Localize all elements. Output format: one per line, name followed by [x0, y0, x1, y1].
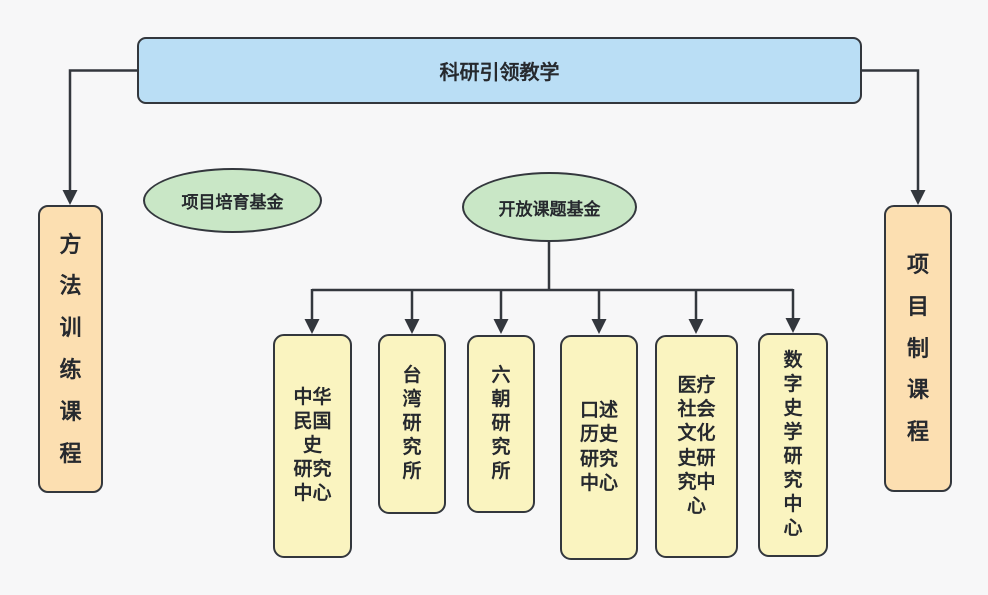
- course-label: 项 目 制 课 程: [906, 252, 929, 445]
- center-label: 台 湾 研 究 所: [402, 364, 422, 483]
- center-node-six-dynasties-institute: 六 朝 研 究 所: [467, 335, 535, 513]
- center-node-medical-social-cultural-history: 医疗 社会 文化 史研 究中 心: [655, 335, 738, 558]
- center-label: 医疗 社会 文化 史研 究中 心: [677, 375, 716, 517]
- center-label: 中华 民国 史 研究 中心: [293, 386, 332, 505]
- arrowhead-drop-2: [404, 319, 420, 334]
- course-node-method-training: 方 法 训 练 课 程: [38, 205, 103, 493]
- center-node-digital-history: 数 字 史 学 研 究 中 心: [758, 333, 828, 557]
- connector-root-to-left: [68, 69, 137, 191]
- arrowhead-drop-3: [493, 319, 509, 334]
- center-label: 六 朝 研 究 所: [491, 364, 511, 483]
- center-node-taiwan-institute: 台 湾 研 究 所: [378, 334, 446, 514]
- center-node-republic-of-china-history: 中华 民国 史 研究 中心: [273, 334, 352, 558]
- fund-label: 开放课题基金: [498, 199, 601, 219]
- fund-label: 项目培育基金: [181, 193, 284, 212]
- arrowhead-drop-1: [304, 319, 320, 334]
- course-label: 方 法 训 练 课 程: [59, 231, 82, 466]
- arrowhead-right: [910, 190, 926, 205]
- fund-ellipse-open-topic: 开放课题基金: [462, 172, 637, 242]
- arrowhead-left: [62, 190, 78, 205]
- arrowhead-drop-6: [785, 318, 801, 333]
- center-label: 数 字 史 学 研 究 中 心: [783, 349, 803, 540]
- root-node-research-leads-teaching: 科研引领教学: [137, 37, 862, 104]
- course-node-project-based: 项 目 制 课 程: [884, 205, 952, 492]
- root-node-label: 科研引领教学: [439, 62, 560, 84]
- connector-root-to-right: [862, 69, 920, 191]
- arrowhead-drop-5: [688, 319, 704, 334]
- arrowhead-drop-4: [591, 319, 607, 334]
- center-node-oral-history: 口述 历史 研究 中心: [560, 335, 638, 560]
- fund-ellipse-project-incubation: 项目培育基金: [143, 168, 322, 233]
- center-label: 口述 历史 研究 中心: [579, 400, 618, 494]
